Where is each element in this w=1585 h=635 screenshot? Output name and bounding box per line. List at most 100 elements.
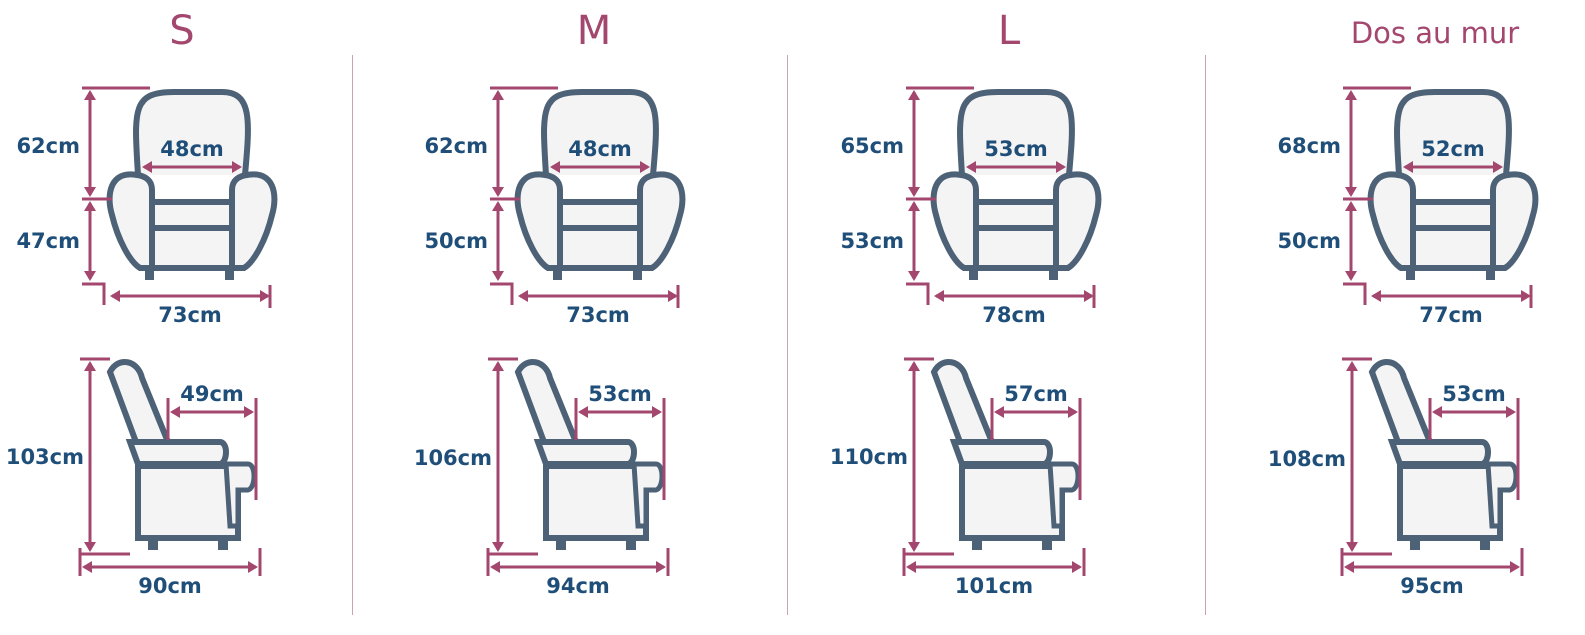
chair-seat-cushion [973, 199, 1059, 231]
dimension-seat-height-head [492, 271, 504, 281]
label-total-width: 73cm [158, 303, 222, 327]
dimension-back-height-head [1345, 90, 1357, 100]
chair-leg [218, 536, 228, 550]
chair-armrest-left [514, 171, 563, 271]
dimension-seat-width-head [1056, 161, 1066, 173]
dimension-back-height-head [84, 187, 96, 197]
chair-seat-cushion [557, 199, 643, 231]
chair-leg [969, 266, 978, 280]
dimension-total-width-head [110, 290, 120, 302]
chair-base [149, 225, 235, 271]
label-total-depth: 95cm [1400, 574, 1464, 598]
chair-leg [1406, 266, 1415, 280]
size-title-m: M [576, 8, 612, 54]
dimension-back-height-head [908, 90, 920, 100]
dimension-seat-depth-head [1506, 406, 1516, 418]
dimension-total-width-head [668, 290, 678, 302]
chair-leg [225, 266, 234, 280]
label-back-height: 65cm [840, 134, 904, 158]
dimension-seat-depth-head [244, 406, 254, 418]
dimension-back-height-head [908, 187, 920, 197]
chair-base [1410, 225, 1496, 271]
dimension-seat-height-head [84, 271, 96, 281]
dimension-total-height-head [84, 542, 96, 552]
chair-seat-side [949, 439, 1053, 467]
label-total-width: 77cm [1419, 303, 1483, 327]
chair-leg [145, 266, 154, 280]
chair-seat-side [533, 439, 637, 467]
dimension-total-depth-head [248, 561, 258, 573]
dimension-extension [490, 282, 514, 305]
label-total-height: 108cm [1268, 447, 1346, 471]
label-seat-width: 53cm [984, 137, 1048, 161]
chair-armrest-left [1367, 171, 1416, 271]
label-back-height: 62cm [424, 134, 488, 158]
chair-armrest-right [229, 171, 278, 271]
chair-backrest [957, 89, 1075, 176]
dimension-total-width-head [1084, 290, 1094, 302]
dimension-back-height-head [492, 90, 504, 100]
dimension-seat-depth-head [994, 406, 1004, 418]
size-title-s: S [169, 8, 195, 54]
chair-leg [1042, 536, 1052, 550]
dimension-seat-width-head [1493, 161, 1503, 173]
dimension-seat-height-head [1345, 201, 1357, 211]
chair-seat-side [1387, 439, 1491, 467]
dimension-seat-height-head [84, 201, 96, 211]
chair-armrest-left [106, 171, 155, 271]
chair-armrest-side [631, 461, 665, 529]
dimension-total-depth-head [1344, 561, 1354, 573]
dimension-seat-height-head [1345, 271, 1357, 281]
dimension-total-depth-head [656, 561, 666, 573]
chair-seat-cushion [1410, 199, 1496, 231]
dimension-seat-width-head [640, 161, 650, 173]
dimension-extension [906, 282, 930, 305]
dimension-total-depth-head [1072, 561, 1082, 573]
chair-armrest-side [1485, 461, 1519, 529]
dimension-back-height-head [84, 90, 96, 100]
dimension-total-height-head [1346, 542, 1358, 552]
chair-leg [1049, 266, 1058, 280]
chair-leg [556, 536, 566, 550]
dimension-seat-width-head [1403, 161, 1413, 173]
column-divider [352, 55, 353, 615]
label-total-depth: 90cm [138, 574, 202, 598]
chair-base-side [543, 463, 649, 541]
dimension-seat-width-head [966, 161, 976, 173]
label-seat-depth: 53cm [588, 382, 652, 406]
chair-leg [633, 266, 642, 280]
chair-backrest-side [1368, 359, 1435, 445]
dimension-seat-depth-head [1432, 406, 1442, 418]
chair-base-side [135, 463, 241, 541]
dimension-total-height-head [908, 542, 920, 552]
label-seat-width: 52cm [1421, 137, 1485, 161]
dimension-seat-height-head [492, 201, 504, 211]
chair-leg [972, 536, 982, 550]
label-seat-depth: 53cm [1442, 382, 1506, 406]
label-back-height: 62cm [16, 134, 80, 158]
side-view: 49cm 103cm 90cm [6, 357, 262, 598]
chair-armrest-right [637, 171, 686, 271]
label-back-height: 68cm [1277, 134, 1341, 158]
dimension-extension [1343, 282, 1367, 305]
label-seat-height: 53cm [840, 229, 904, 253]
column-divider [1205, 55, 1206, 615]
label-seat-depth: 49cm [180, 382, 244, 406]
dimension-total-height-head [1346, 361, 1358, 371]
dimension-seat-width-head [550, 161, 560, 173]
label-total-height: 110cm [830, 445, 908, 469]
dimension-total-depth-head [490, 561, 500, 573]
label-total-height: 103cm [6, 445, 84, 469]
chair-leg [553, 266, 562, 280]
dimension-seat-height-head [908, 271, 920, 281]
chair-seat-side [125, 439, 229, 467]
chair-armrest-side [1047, 461, 1081, 529]
chair-backrest [133, 89, 251, 176]
chair-backrest [541, 89, 659, 176]
label-total-depth: 94cm [546, 574, 610, 598]
chair-base [973, 225, 1059, 271]
